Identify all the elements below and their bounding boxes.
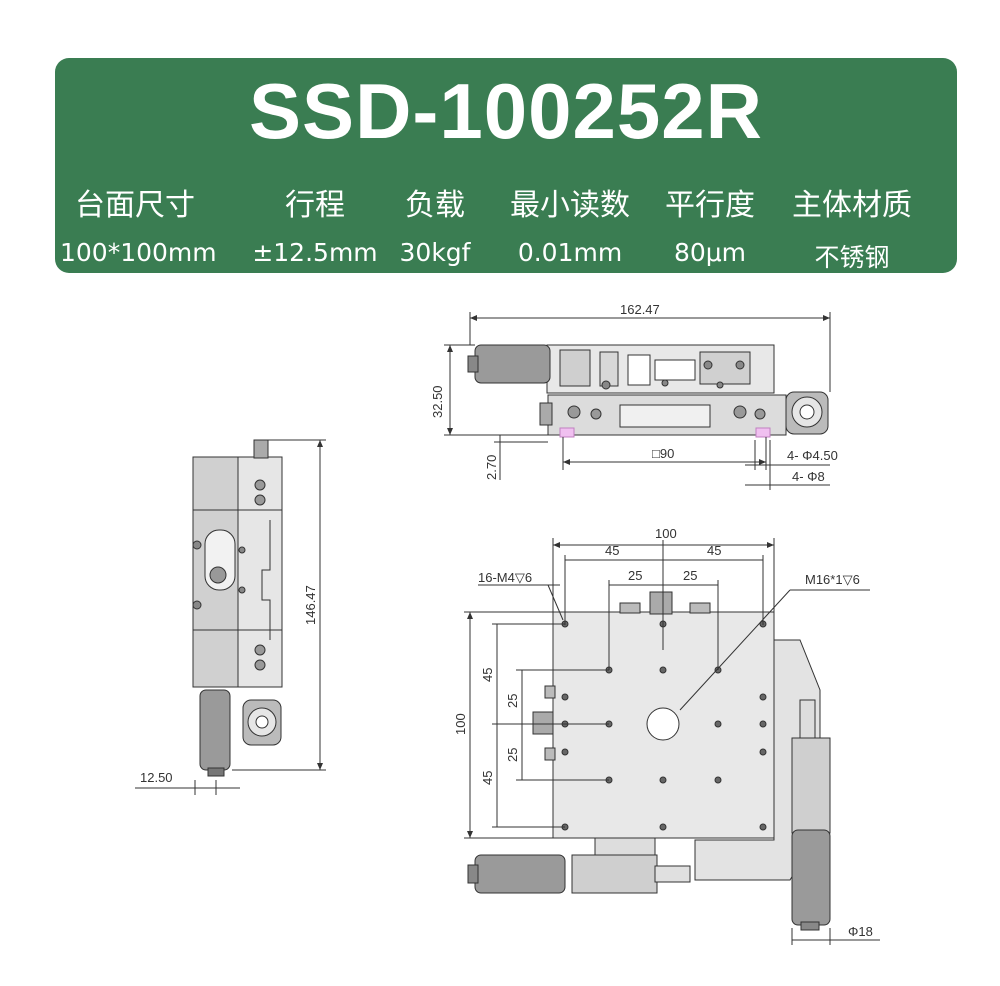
side-micrometer xyxy=(199,689,231,771)
micrometer-head xyxy=(474,344,551,384)
spec-resolution: 最小读数 0.01mm xyxy=(490,180,650,267)
spec-value: ±12.5mm xyxy=(252,238,378,267)
spec-value: 0.01mm xyxy=(517,238,623,267)
dim-tapped-holes: 16-M4▽6 xyxy=(478,570,532,585)
spec-parallelism: 平行度 80μm xyxy=(640,180,780,267)
spec-value: 80μm xyxy=(673,238,747,267)
spec-travel: 行程 ±12.5mm xyxy=(240,180,390,267)
spec-label: 负载 xyxy=(405,188,465,223)
dim-plan-right-45: 45 xyxy=(707,543,721,558)
dim-plan-height: 100 xyxy=(453,713,468,735)
dim-plan-left-45: 45 xyxy=(605,543,619,558)
front-elevation-view xyxy=(444,312,831,490)
dim-plan-right-25: 25 xyxy=(683,568,697,583)
spec-value: 100*100mm xyxy=(60,238,217,267)
dim-offset: 2.70 xyxy=(484,455,499,480)
dim-plan-v25-bottom: 25 xyxy=(505,748,520,762)
dim-plan-width: 100 xyxy=(655,526,677,541)
dim-hole-large: 4- Φ8 xyxy=(792,469,825,484)
dim-side-length: 146.47 xyxy=(303,585,318,625)
dim-square: □90 xyxy=(652,446,674,461)
dim-height: 32.50 xyxy=(430,385,445,418)
plan-view xyxy=(464,538,880,945)
spec-load: 负载 30kgf xyxy=(365,180,505,267)
dim-micrometer-diameter: Φ18 xyxy=(848,924,873,939)
dim-plan-v45-bottom: 45 xyxy=(480,771,495,785)
dim-overall-width: 162.47 xyxy=(620,302,660,317)
spec-label: 台面尺寸 xyxy=(75,188,195,223)
side-view xyxy=(135,439,326,795)
product-title: SSD-100252R xyxy=(249,67,763,155)
dim-hole-small: 4- Φ4.50 xyxy=(787,448,838,463)
plan-micrometer-x xyxy=(474,854,566,894)
dim-plan-left-25: 25 xyxy=(628,568,642,583)
spec-label: 主体材质 xyxy=(792,188,912,223)
center-thread xyxy=(646,707,680,741)
spec-label: 平行度 xyxy=(665,188,755,223)
dim-plan-v45-top: 45 xyxy=(480,668,495,682)
spec-value: 不锈钢 xyxy=(814,243,890,272)
micrometer-thimble-scale xyxy=(559,349,591,387)
plan-micrometer-y xyxy=(791,829,831,926)
spec-banner: SSD-100252R 台面尺寸 100*100mm 行程 ±12.5mm 负载… xyxy=(55,58,957,273)
spec-table-size: 台面尺寸 100*100mm xyxy=(60,180,217,267)
dim-side-offset: 12.50 xyxy=(140,770,173,785)
spec-label: 最小读数 xyxy=(510,188,630,223)
spec-value: 30kgf xyxy=(399,238,471,267)
dim-center-thread: M16*1▽6 xyxy=(805,572,860,587)
dim-plan-v25-top: 25 xyxy=(505,694,520,708)
spec-material: 主体材质 不锈钢 xyxy=(777,180,927,274)
spec-label: 行程 xyxy=(285,188,345,223)
